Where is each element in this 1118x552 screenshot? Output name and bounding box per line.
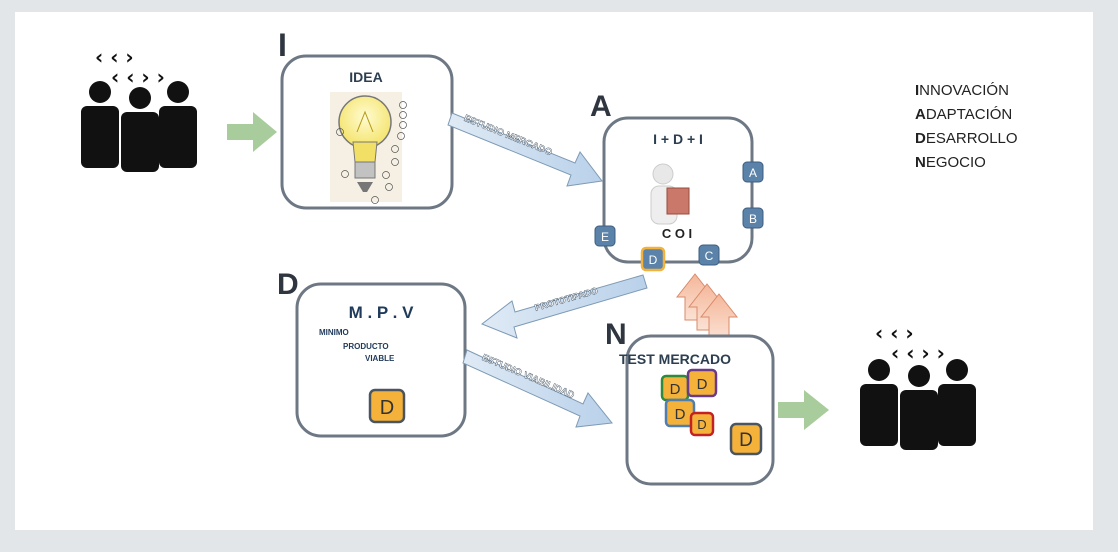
svg-text:‹ ‹ ›: ‹ ‹ › bbox=[875, 321, 914, 345]
legend-line-3: DESARROLLO bbox=[915, 130, 1018, 147]
svg-text:C: C bbox=[705, 249, 714, 263]
test-badge-cluster: D D D D D bbox=[660, 368, 763, 456]
estudio-mercado-arrow: ESTUDIO MERCADO bbox=[447, 112, 603, 187]
svg-text:A: A bbox=[749, 166, 757, 180]
svg-text:E: E bbox=[601, 230, 609, 244]
test-badge-5: D bbox=[729, 422, 763, 456]
bulb-callouts bbox=[336, 101, 407, 204]
test-badge-2: D bbox=[686, 368, 718, 398]
svg-text:D: D bbox=[670, 381, 681, 398]
legend-line-2: ADAPTACIÓN bbox=[915, 106, 1012, 123]
svg-text:D: D bbox=[675, 406, 686, 423]
svg-text:D: D bbox=[739, 430, 753, 451]
rdi-badge-e: E bbox=[594, 225, 616, 247]
svg-text:D: D bbox=[649, 253, 658, 267]
light-bulb-icon bbox=[330, 92, 402, 202]
test-badge-1: D bbox=[660, 374, 690, 402]
mvp-line-1: MINIMO bbox=[319, 328, 349, 337]
estudio-viabilidad-arrow: ESTUDIO VIABILIDAD bbox=[462, 349, 613, 428]
test-title: TEST MERCADO bbox=[619, 351, 731, 367]
diagram-svg: ‹ ‹ › ‹ ‹ › › I IDEA ESTUDIO MER bbox=[81, 27, 1018, 486]
rdi-badge-d: D bbox=[640, 246, 666, 272]
legend-line-1: INNOVACIÓN bbox=[915, 82, 1009, 99]
mvp-title: M . P . V bbox=[349, 303, 415, 322]
rdi-badge-a: A bbox=[742, 161, 764, 183]
rdi-subtitle: C O I bbox=[662, 226, 692, 241]
mvp-line-2: PRODUCTO bbox=[343, 342, 389, 351]
stage-letter-i: I bbox=[278, 27, 287, 63]
svg-text:‹ ‹ › ›: ‹ ‹ › › bbox=[891, 341, 945, 365]
green-arrow-out-icon bbox=[778, 390, 829, 430]
feedback-arrows-up-icon bbox=[675, 273, 739, 341]
acronym-legend: INNOVACIÓN ADAPTACIÓN DESARROLLO NEGOCIO bbox=[915, 82, 1018, 171]
rdi-badge-b: B bbox=[742, 207, 764, 229]
svg-text:B: B bbox=[749, 212, 757, 226]
mvp-line-3: VIABLE bbox=[365, 354, 395, 363]
person-holding-book-icon bbox=[650, 163, 690, 225]
people-group-right-icon: ‹ ‹ › ‹ ‹ › › bbox=[860, 321, 976, 450]
svg-text:‹ ‹ › ›: ‹ ‹ › › bbox=[111, 65, 165, 89]
people-group-left-icon: ‹ ‹ › ‹ ‹ › › bbox=[81, 45, 197, 172]
diagram-canvas: ‹ ‹ › ‹ ‹ › › I IDEA ESTUDIO MER bbox=[15, 12, 1093, 530]
svg-text:D: D bbox=[697, 376, 708, 393]
mvp-badge-d: D bbox=[368, 388, 406, 424]
stage-letter-n: N bbox=[605, 318, 627, 351]
stage-letter-d: D bbox=[277, 268, 299, 301]
svg-text:D: D bbox=[380, 397, 394, 419]
svg-text:‹ ‹ ›: ‹ ‹ › bbox=[95, 45, 134, 69]
svg-text:D: D bbox=[697, 417, 706, 432]
test-badge-4: D bbox=[689, 411, 715, 437]
idea-title: IDEA bbox=[349, 69, 382, 85]
legend-line-4: NEGOCIO bbox=[915, 154, 986, 171]
green-arrow-in-icon bbox=[227, 112, 277, 152]
stage-letter-a: A bbox=[590, 90, 612, 123]
rdi-badge-c: C bbox=[698, 244, 720, 266]
rdi-title: I + D + I bbox=[653, 131, 703, 147]
